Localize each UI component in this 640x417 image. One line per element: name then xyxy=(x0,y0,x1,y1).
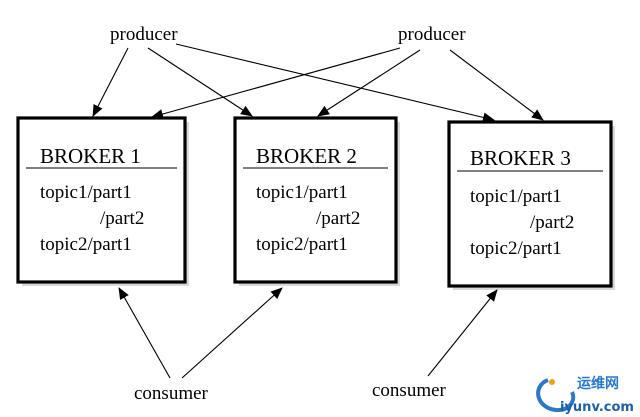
broker-1-title: BROKER 1 xyxy=(40,144,141,168)
watermark-dot-icon xyxy=(549,379,555,385)
consumer-1-label: consumer xyxy=(134,383,209,404)
broker-2-line-2: /part2 xyxy=(316,208,360,229)
arrow-consumer2-broker3 xyxy=(427,289,498,377)
arrow-consumer1-broker1 xyxy=(118,287,171,379)
broker-3-box xyxy=(447,120,613,288)
arrow-producer2-broker2 xyxy=(317,49,421,117)
broker-1-line-1: topic1/part1 xyxy=(40,182,132,203)
arrow-producer1-broker1 xyxy=(92,47,129,117)
broker-1-line-3: topic2/part1 xyxy=(40,234,132,255)
broker-1-box xyxy=(16,116,187,284)
broker-3-line-1: topic1/part1 xyxy=(470,186,562,207)
broker-2-line-1: topic1/part1 xyxy=(256,182,348,203)
broker-2-title: BROKER 2 xyxy=(256,144,357,168)
consumer-2-label: consumer xyxy=(372,380,447,401)
broker-2-box xyxy=(233,116,398,284)
arrow-producer1-broker2 xyxy=(147,47,253,117)
broker-1-line-2: /part2 xyxy=(100,208,144,229)
arrow-producer2-broker1 xyxy=(151,47,401,119)
producer-2-label: producer xyxy=(398,24,466,45)
arrow-producer2-broker3 xyxy=(449,49,544,121)
broker-3-title: BROKER 3 xyxy=(470,146,571,170)
watermark-cn-text: 运维网 xyxy=(577,375,619,392)
broker-3-node: BROKER 3 topic1/part1 /part2 topic2/part… xyxy=(447,120,615,290)
arrow-consumer1-broker2 xyxy=(181,287,283,379)
broker-3-line-2: /part2 xyxy=(530,212,574,233)
producer-1-label: producer xyxy=(110,24,178,45)
watermark-logo: 运维网 iyunv.com xyxy=(536,375,634,415)
watermark-swirl-icon xyxy=(536,378,576,413)
arrow-producer1-broker3 xyxy=(175,43,495,123)
watermark-en-text: iyunv.com xyxy=(560,400,634,415)
broker-3-line-3: topic2/part1 xyxy=(470,238,562,259)
broker-1-node: BROKER 1 topic1/part1 /part2 topic2/part… xyxy=(16,116,189,286)
broker-2-node: BROKER 2 topic1/part1 /part2 topic2/part… xyxy=(233,116,400,286)
broker-2-line-3: topic2/part1 xyxy=(256,234,348,255)
